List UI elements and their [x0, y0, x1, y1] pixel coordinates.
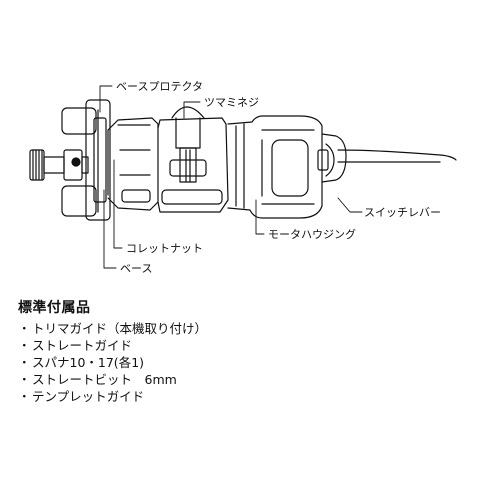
power-cord [337, 149, 457, 163]
label-motor-housing: モータハウジング [268, 227, 356, 241]
label-switch-lever: スイッチレバー [364, 206, 441, 219]
label-base: ベース [120, 262, 152, 275]
list-item: ・スパナ10・17(各1) [18, 354, 458, 371]
accessories-list: ・トリマガイド（本機取り付け） ・ストレートガイド ・スパナ10・17(各1) … [18, 320, 458, 405]
label-knob-screw: ツマミネジ [204, 96, 259, 109]
bullet: ・ [18, 389, 31, 404]
list-item: ・ストレートガイド [18, 337, 458, 354]
accessories-section: 標準付属品 ・トリマガイド（本機取り付け） ・ストレートガイド ・スパナ10・1… [18, 297, 458, 405]
list-item: ・ストレートビット 6mm [18, 371, 458, 388]
knob-screw-shape [157, 106, 229, 213]
list-item-text: テンプレットガイド [32, 389, 145, 404]
list-item: ・トリマガイド（本機取り付け） [18, 320, 458, 337]
accessories-title: 標準付属品 [18, 300, 91, 316]
list-item-text: トリマガイド（本機取り付け） [32, 321, 208, 336]
bullet: ・ [18, 338, 31, 353]
label-collet-nut: コレットナット [126, 242, 203, 255]
list-item-text: ストレートビット 6mm [32, 372, 177, 387]
leader-lines [99, 85, 363, 269]
list-item-text: ストレートガイド [32, 338, 133, 353]
switch-lever-shape [317, 133, 347, 183]
base-protector-shape [61, 99, 111, 221]
list-item-text: スパナ10・17(各1) [32, 355, 145, 370]
collet-nut-shape [29, 129, 109, 196]
motor-housing-shape [227, 115, 323, 219]
bullet: ・ [18, 355, 31, 370]
label-base-protector: ベースプロテクタ [116, 80, 203, 93]
front-body-shape [107, 117, 159, 211]
list-item: ・テンプレットガイド [18, 388, 458, 405]
bullet: ・ [18, 372, 31, 387]
bullet: ・ [18, 321, 31, 336]
